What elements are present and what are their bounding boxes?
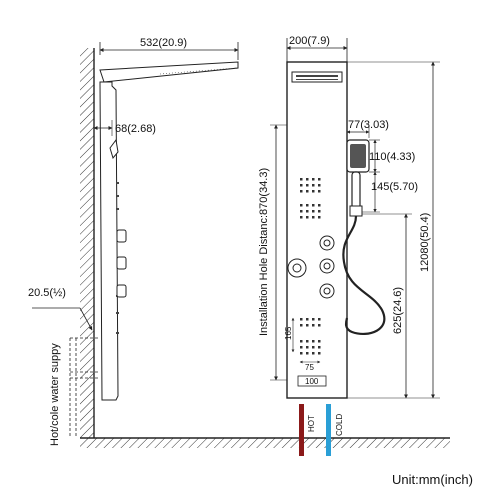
width-top-label: 532(20.9) — [140, 37, 187, 49]
hose-height-label: 625(24.6) — [392, 287, 404, 334]
front-view: 165 75 100 200(7.9) 77(3.03) 110(4.33) — [258, 35, 440, 456]
unit-label: Unit:mm(inch) — [392, 472, 473, 487]
panel-front — [286, 61, 348, 399]
holder-offset-label: 145(5.70) — [371, 181, 418, 193]
front-nozzles-upper — [300, 178, 321, 219]
pipe-size-label: 20.5(½) — [28, 287, 66, 299]
water-supply-label: Hot/cole water suppy — [49, 343, 61, 446]
dim-165-label: 165 — [284, 326, 293, 340]
handheld-shower — [342, 139, 386, 336]
side-view: 532(20.9) 68(2.68) 20.5(½) Hot/cole wate… — [28, 37, 450, 448]
handshower-width-label: 77(3.03) — [348, 119, 389, 131]
handshower-height-label: 110(4.33) — [369, 151, 415, 163]
panel-side-profile — [99, 81, 119, 401]
bottom-plate — [297, 375, 327, 387]
hot-pipe — [299, 404, 304, 456]
water-supply-pipes — [69, 337, 100, 438]
panel-width-label: 200(7.9) — [289, 35, 330, 47]
side-handshower — [109, 138, 119, 160]
side-knobs — [116, 229, 127, 298]
floor-hatch — [80, 438, 450, 448]
wall-hatch — [80, 48, 94, 438]
control-knobs — [287, 235, 335, 299]
wall-offset-label: 68(2.68) — [115, 123, 156, 135]
cold-pipe — [326, 404, 331, 456]
handshower-holder — [349, 205, 363, 217]
rain-head-nozzles — [296, 75, 338, 80]
shower-hose — [342, 215, 386, 336]
shower-head-side — [99, 61, 239, 83]
dim-100-label: 100 — [305, 377, 319, 386]
install-distance-label: Installation Hole Distanc:870(34.3) — [258, 168, 270, 336]
cold-label: COLD — [335, 414, 344, 436]
hot-label: HOT — [307, 415, 316, 432]
dim-75-label: 75 — [305, 363, 314, 372]
total-height-label: 12080(50.4) — [419, 213, 431, 272]
front-nozzles-lower — [300, 318, 321, 355]
